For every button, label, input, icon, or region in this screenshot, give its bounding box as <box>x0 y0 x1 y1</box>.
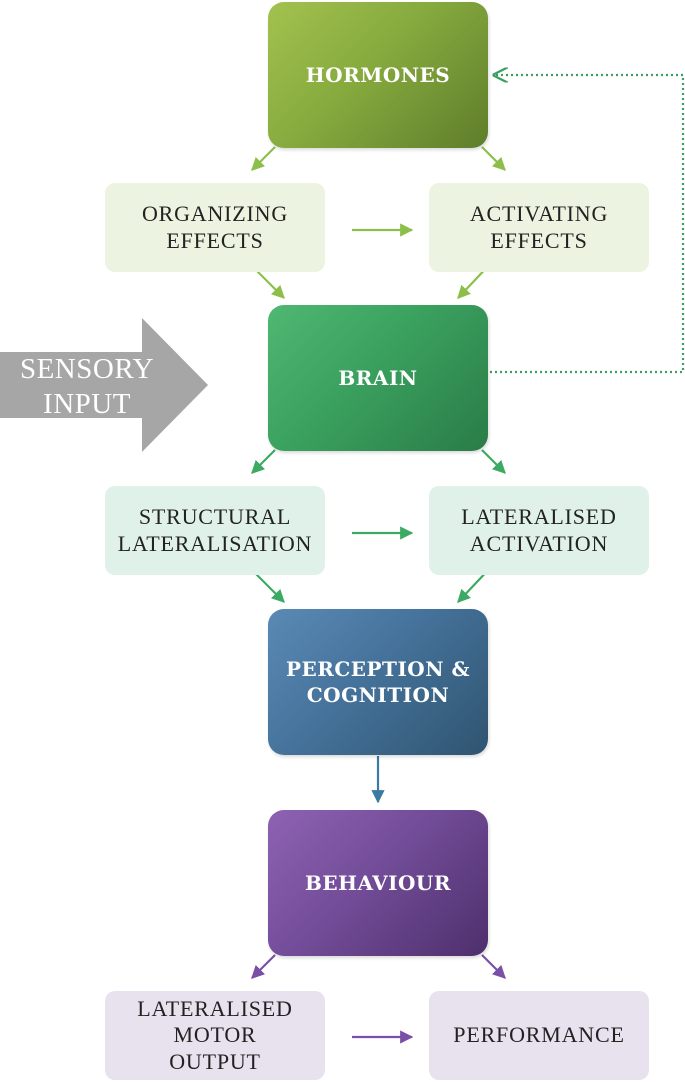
node-behaviour: BEHAVIOUR <box>268 810 488 956</box>
node-brain: BRAIN <box>268 305 488 451</box>
node-performance-label: PERFORMANCE <box>453 1022 625 1048</box>
node-structural-lateralisation-label: STRUCTURAL LATERALISATION <box>117 504 313 556</box>
node-structural-lateralisation: STRUCTURAL LATERALISATION <box>105 486 325 575</box>
sensory-input-arrow <box>0 318 208 452</box>
node-hormones: HORMONES <box>268 2 488 148</box>
sensory-input-label: SENSORY INPUT <box>2 352 172 422</box>
edge-brain-lateralised-activation <box>481 449 506 474</box>
edge-brain-hormones-feedback <box>490 75 685 374</box>
node-activating-effects-label: ACTIVATING EFFECTS <box>469 201 609 253</box>
node-performance: PERFORMANCE <box>429 991 649 1080</box>
node-perception-cognition-label: PERCEPTION & COGNITION <box>285 657 471 707</box>
edge-hormones-organizing <box>251 146 276 171</box>
edge-behaviour-motor <box>251 954 276 979</box>
sensory-input-text: SENSORY INPUT <box>19 353 155 420</box>
edge-hormones-activating <box>481 146 506 171</box>
node-activating-effects: ACTIVATING EFFECTS <box>429 183 649 272</box>
node-lateralised-motor-output-label: LATERALISED MOTOR OUTPUT <box>137 995 293 1074</box>
node-organizing-effects: ORGANIZING EFFECTS <box>105 183 325 272</box>
node-lateralised-activation-label: LATERALISED ACTIVATION <box>461 504 617 556</box>
node-hormones-label: HORMONES <box>305 63 451 87</box>
node-brain-label: BRAIN <box>338 366 418 390</box>
edge-brain-structural <box>251 449 276 474</box>
node-behaviour-label: BEHAVIOUR <box>305 871 451 895</box>
node-perception-cognition: PERCEPTION & COGNITION <box>268 609 488 755</box>
edge-behaviour-performance <box>481 954 506 979</box>
node-lateralised-activation: LATERALISED ACTIVATION <box>429 486 649 575</box>
node-lateralised-motor-output: LATERALISED MOTOR OUTPUT <box>105 991 325 1080</box>
node-organizing-effects-label: ORGANIZING EFFECTS <box>141 201 289 253</box>
